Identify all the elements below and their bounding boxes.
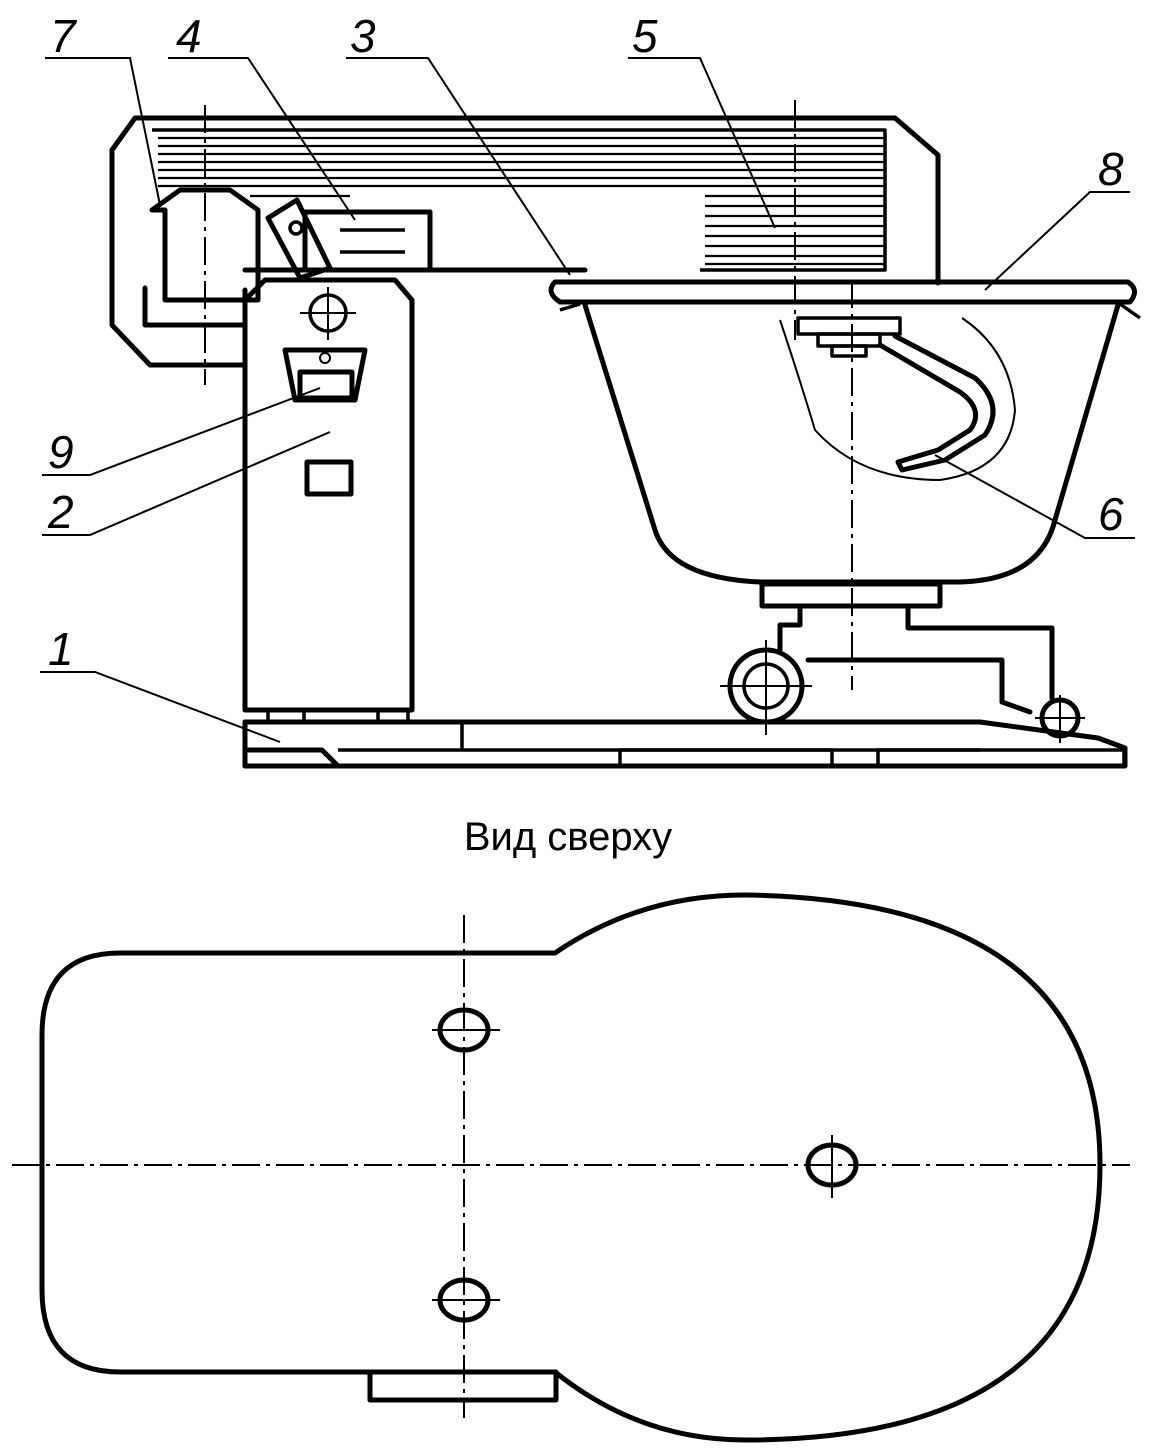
callout-7: 7 [50,10,77,62]
side-view: 7 4 3 5 8 9 2 6 1 [40,10,1142,769]
bowl-cart [720,581,1085,743]
view-caption: Вид сверху [464,815,672,859]
callout-4: 4 [176,10,202,62]
control-box [282,347,368,403]
leader-lines [40,57,1135,743]
callout-9: 9 [48,426,74,478]
callout-1: 1 [48,623,74,675]
callout-6: 6 [1098,488,1124,540]
motor [142,105,261,385]
column-frame [242,277,415,713]
top-housing-outline [109,115,941,368]
top-view-outline [39,892,1103,1443]
kneading-tool [779,316,1017,482]
mounting-hole-center [805,1135,859,1198]
callout-2: 2 [47,486,74,538]
top-housing-inner [152,128,887,272]
callout-8: 8 [1098,143,1124,195]
mounting-hole-bottom [432,1277,500,1323]
callout-3: 3 [350,10,376,62]
top-view [12,892,1130,1443]
bowl-lid [548,279,1137,305]
mounting-hole-top [432,1007,500,1053]
base-plate [242,708,1128,769]
callout-5: 5 [632,10,658,62]
